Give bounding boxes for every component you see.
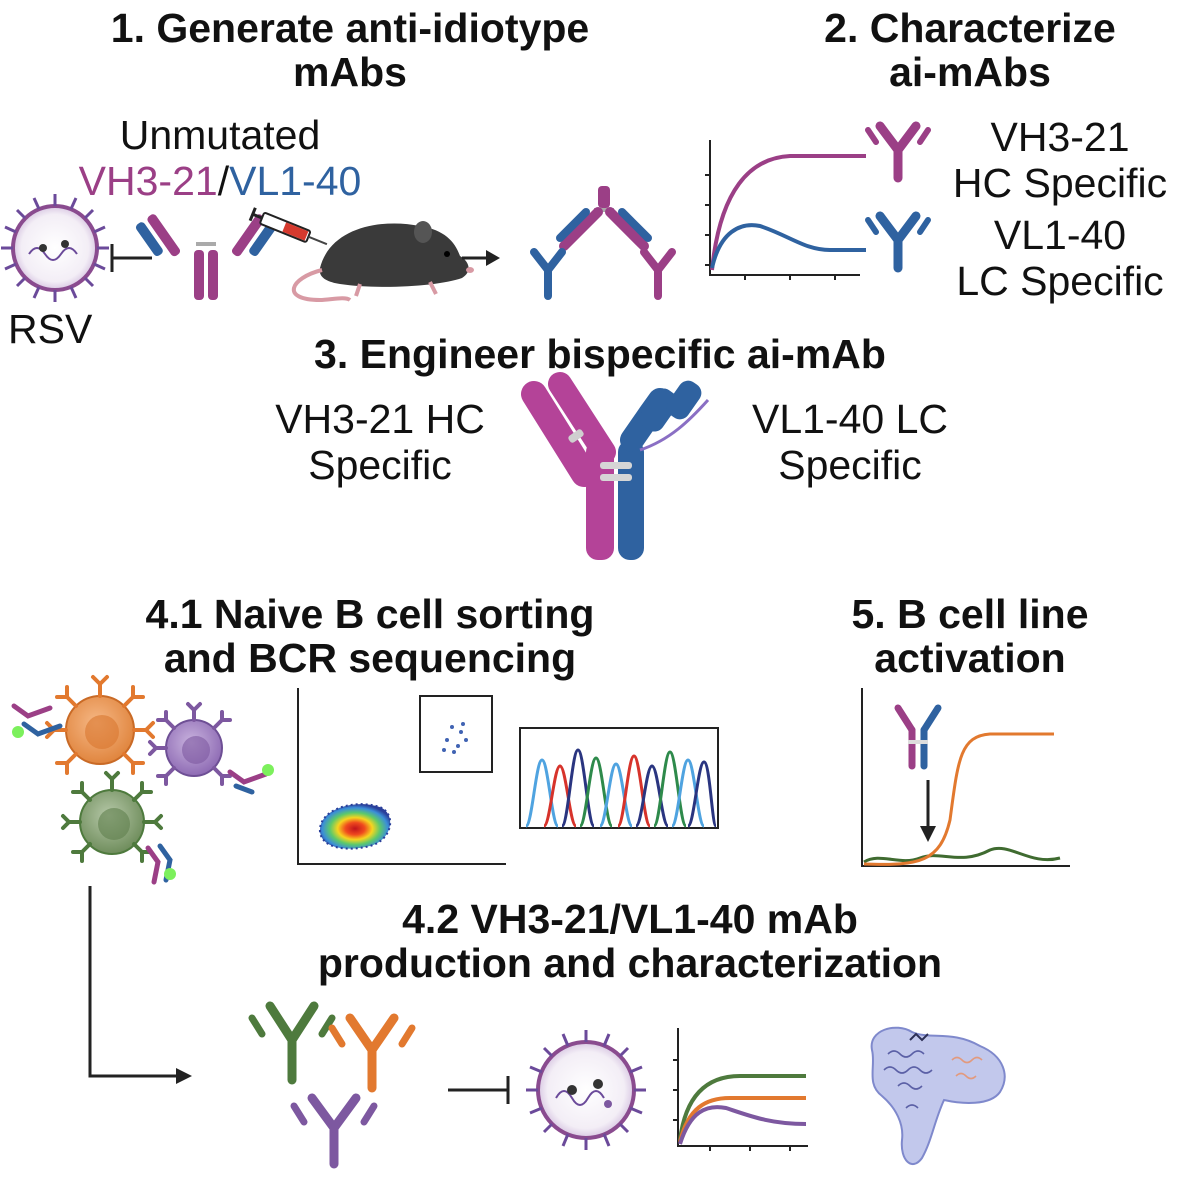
- flow-cytometry-icon: [297, 688, 506, 865]
- binding-kinetics-chart: [705, 140, 866, 280]
- step1-title: 1. Generate anti-idiotype mAbs: [110, 5, 590, 95]
- antibody-icon: [135, 214, 277, 300]
- neutralization-inhibition: [448, 1076, 510, 1104]
- mab-purple-icon: [290, 1093, 378, 1169]
- step41-title: 4.1 Naive B cell sorting and BCR sequenc…: [145, 591, 595, 681]
- anti-idiotype-complex-icon: [530, 186, 676, 300]
- inhibition-arrow: [110, 244, 152, 272]
- bispecific-left-label: VH3-21 HC Specific: [275, 396, 485, 488]
- bispecific-antibody-icon: [521, 372, 710, 560]
- mab-binding-chart: [673, 1028, 808, 1151]
- sequencing-chromatogram-icon: [519, 727, 719, 829]
- step1-arrow: [462, 250, 500, 266]
- mab-green-icon: [248, 1001, 336, 1085]
- vh-hc-specific-label: VH3-21 HC Specific: [952, 114, 1168, 206]
- rsv-virus-icon: [1, 194, 109, 302]
- step2-title: 2. Characterize ai-mAbs: [824, 5, 1116, 95]
- unmutated-label: Unmutated VH3-21/VL1-40: [78, 112, 362, 204]
- production-arrow: [88, 886, 192, 1084]
- rsv-label: RSV: [8, 306, 93, 352]
- bispecific-right-label: VL1-40 LC Specific: [751, 396, 948, 488]
- vl-gene-label: VL1-40: [229, 158, 362, 204]
- step3-title: 3. Engineer bispecific ai-mAb: [314, 331, 886, 377]
- vl-lc-specific-label: VL1-40 LC Specific: [956, 212, 1164, 304]
- hc-specific-antibody-icon: [865, 121, 931, 183]
- vh-gene-label: VH3-21: [78, 158, 218, 204]
- syringe-icon: [248, 207, 328, 246]
- step42-title: 4.2 VH3-21/VL1-40 mAb production and cha…: [317, 896, 943, 986]
- b-cell-activation-chart: [861, 688, 1070, 867]
- step5-title: 5. B cell line activation: [851, 591, 1089, 681]
- mab-orange-icon: [328, 1013, 416, 1093]
- b-cell-icon: [11, 675, 274, 885]
- mouse-icon: [292, 221, 474, 303]
- rsv-virus-icon: [526, 1030, 646, 1150]
- cryo-em-density-icon: [870, 1026, 1006, 1165]
- lc-specific-antibody-icon: [865, 211, 931, 273]
